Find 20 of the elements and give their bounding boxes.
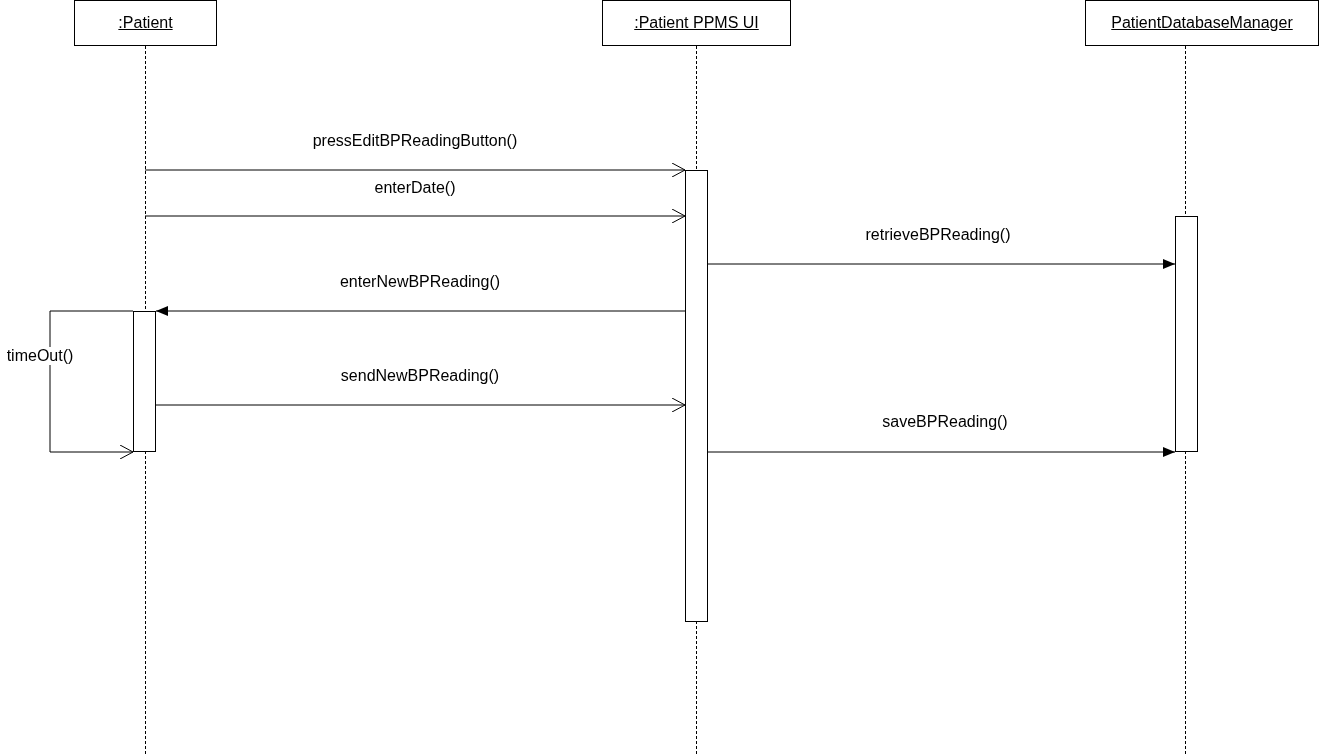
message-label: retrieveBPReading()	[863, 226, 1013, 244]
message-arrow	[144, 162, 686, 178]
message-label: pressEditBPReadingButton()	[310, 132, 520, 150]
object-box: PatientDatabaseManager	[1085, 0, 1319, 46]
message-label: sendNewBPReading()	[338, 367, 502, 385]
activation-bar	[133, 311, 156, 452]
activation-bar	[1175, 216, 1198, 452]
message-arrow	[707, 259, 1176, 269]
message-label: enterDate()	[372, 179, 458, 197]
message-arrow	[49, 310, 134, 460]
message-arrow	[155, 397, 686, 413]
message-label: enterNewBPReading()	[337, 273, 503, 291]
message-label: saveBPReading()	[880, 413, 1010, 431]
message-arrow	[155, 306, 686, 316]
activation-bar	[685, 170, 708, 622]
message-arrow	[707, 447, 1176, 457]
object-box: :Patient	[74, 0, 217, 46]
message-arrow	[144, 208, 686, 224]
object-box: :Patient PPMS UI	[602, 0, 791, 46]
message-label: timeOut()	[4, 347, 76, 365]
